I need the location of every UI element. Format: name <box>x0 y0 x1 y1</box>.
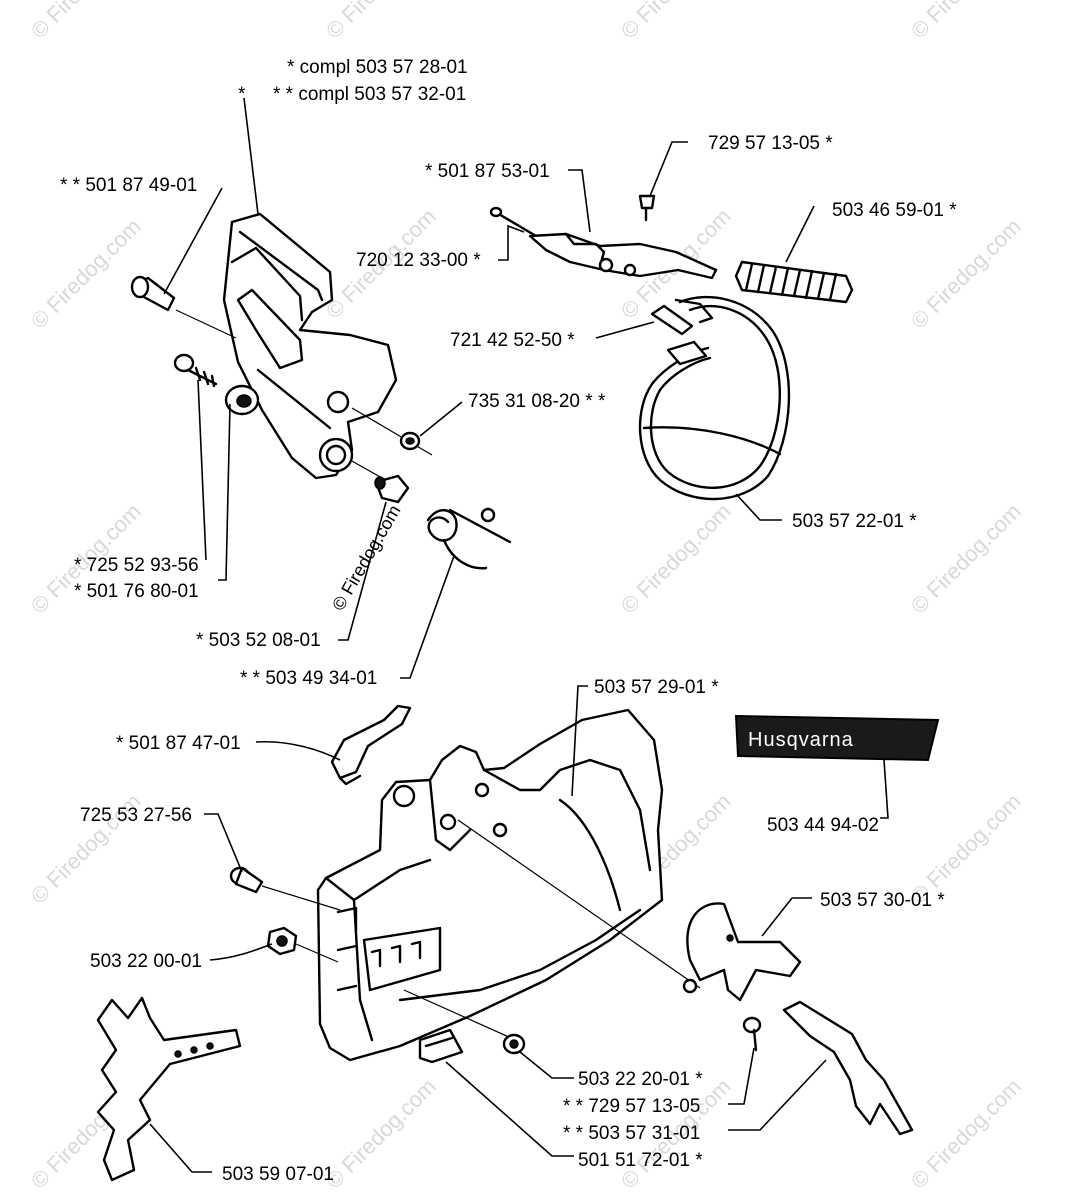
label-503465901: 503 46 59-01 * <box>832 200 957 221</box>
label-503573001: 503 57 30-01 * <box>820 890 945 911</box>
label-501517201: 501 51 72-01 * <box>578 1150 703 1171</box>
nut-503220001 <box>266 926 339 963</box>
watermark: © Firedog.com <box>906 0 1026 44</box>
label-503493401: * * 503 49 34-01 <box>240 668 377 689</box>
label-729571305-upper: 729 57 13-05 * <box>708 133 833 154</box>
chain-brake-cover <box>222 212 398 480</box>
clutch-cover-503572901 <box>316 708 701 1062</box>
brake-lever <box>489 194 718 280</box>
watermark: © Firedog.com <box>26 0 146 44</box>
label-501874901: * * 501 87 49-01 <box>60 175 197 196</box>
label-compl-1: * compl 503 57 28-01 <box>287 57 468 78</box>
screw-729571305-lower <box>742 1016 762 1052</box>
watermark: © Firedog.com <box>321 1074 441 1194</box>
label-501768001: * 501 76 80-01 <box>74 581 199 602</box>
block-501517201 <box>418 1028 464 1064</box>
label-720123300: 720 12 33-00 * <box>356 250 481 271</box>
label-compl-2: * * compl 503 57 32-01 <box>273 84 466 105</box>
leader-lines <box>149 97 889 1173</box>
spike-503573101 <box>782 1000 914 1136</box>
label-503590701: 503 59 07-01 <box>222 1164 334 1185</box>
spring-503493401 <box>426 507 512 570</box>
label-735310820: 735 31 08-20 * * <box>468 391 606 412</box>
pin-721425250 <box>650 304 694 336</box>
label-501874701: * 501 87 47-01 <box>116 733 241 754</box>
label-503520801: * 503 52 08-01 <box>196 630 321 651</box>
watermark: © Firedog.com <box>906 499 1026 619</box>
watermark: © Firedog.com <box>321 0 441 44</box>
grip-503465901 <box>734 260 854 304</box>
watermark: © Firedog.com <box>906 214 1026 334</box>
brand-plate-text: Husqvarna <box>748 729 854 751</box>
label-729571305-lower: * * 729 57 13-05 <box>563 1096 700 1117</box>
brand-plate-503449402: Husqvarna <box>734 714 940 762</box>
watermark: © Firedog.com <box>328 502 404 614</box>
screw-725529356 <box>173 353 218 388</box>
watermark: © Firedog.com <box>26 214 146 334</box>
watermark: © Firedog.com <box>616 0 736 44</box>
nut-503222001 <box>502 1033 526 1055</box>
guard-503573001 <box>682 902 802 1002</box>
brake-band-503572201 <box>638 295 791 501</box>
label-503449402: 503 44 94-02 <box>767 815 879 836</box>
washer-501768001 <box>224 384 260 416</box>
bushing-503520801 <box>349 459 410 504</box>
part-labels: * compl 503 57 28-01 * * compl 503 57 32… <box>60 57 957 1185</box>
spike-503590701 <box>96 996 242 1182</box>
label-501875301: * 501 87 53-01 <box>425 161 550 182</box>
clip-501874701 <box>330 704 412 786</box>
label-725529356: * 725 52 93-56 <box>74 555 199 576</box>
label-503573101: * * 503 57 31-01 <box>563 1123 700 1144</box>
label-721425250: 721 42 52-50 * <box>450 330 575 351</box>
label-503222001: 503 22 20-01 * <box>578 1069 703 1090</box>
label-star: * <box>238 84 246 105</box>
nut-735310820 <box>351 407 433 456</box>
watermark: © Firedog.com <box>906 1074 1026 1194</box>
label-503572901: 503 57 29-01 * <box>594 677 719 698</box>
watermark: © Firedog.com <box>616 499 736 619</box>
label-503220001: 503 22 00-01 <box>90 951 202 972</box>
bolt-501874901 <box>130 275 237 339</box>
bolt-725532756 <box>229 866 341 911</box>
label-503572201: 503 57 22-01 * <box>792 511 917 532</box>
label-725532756: 725 53 27-56 <box>80 805 192 826</box>
